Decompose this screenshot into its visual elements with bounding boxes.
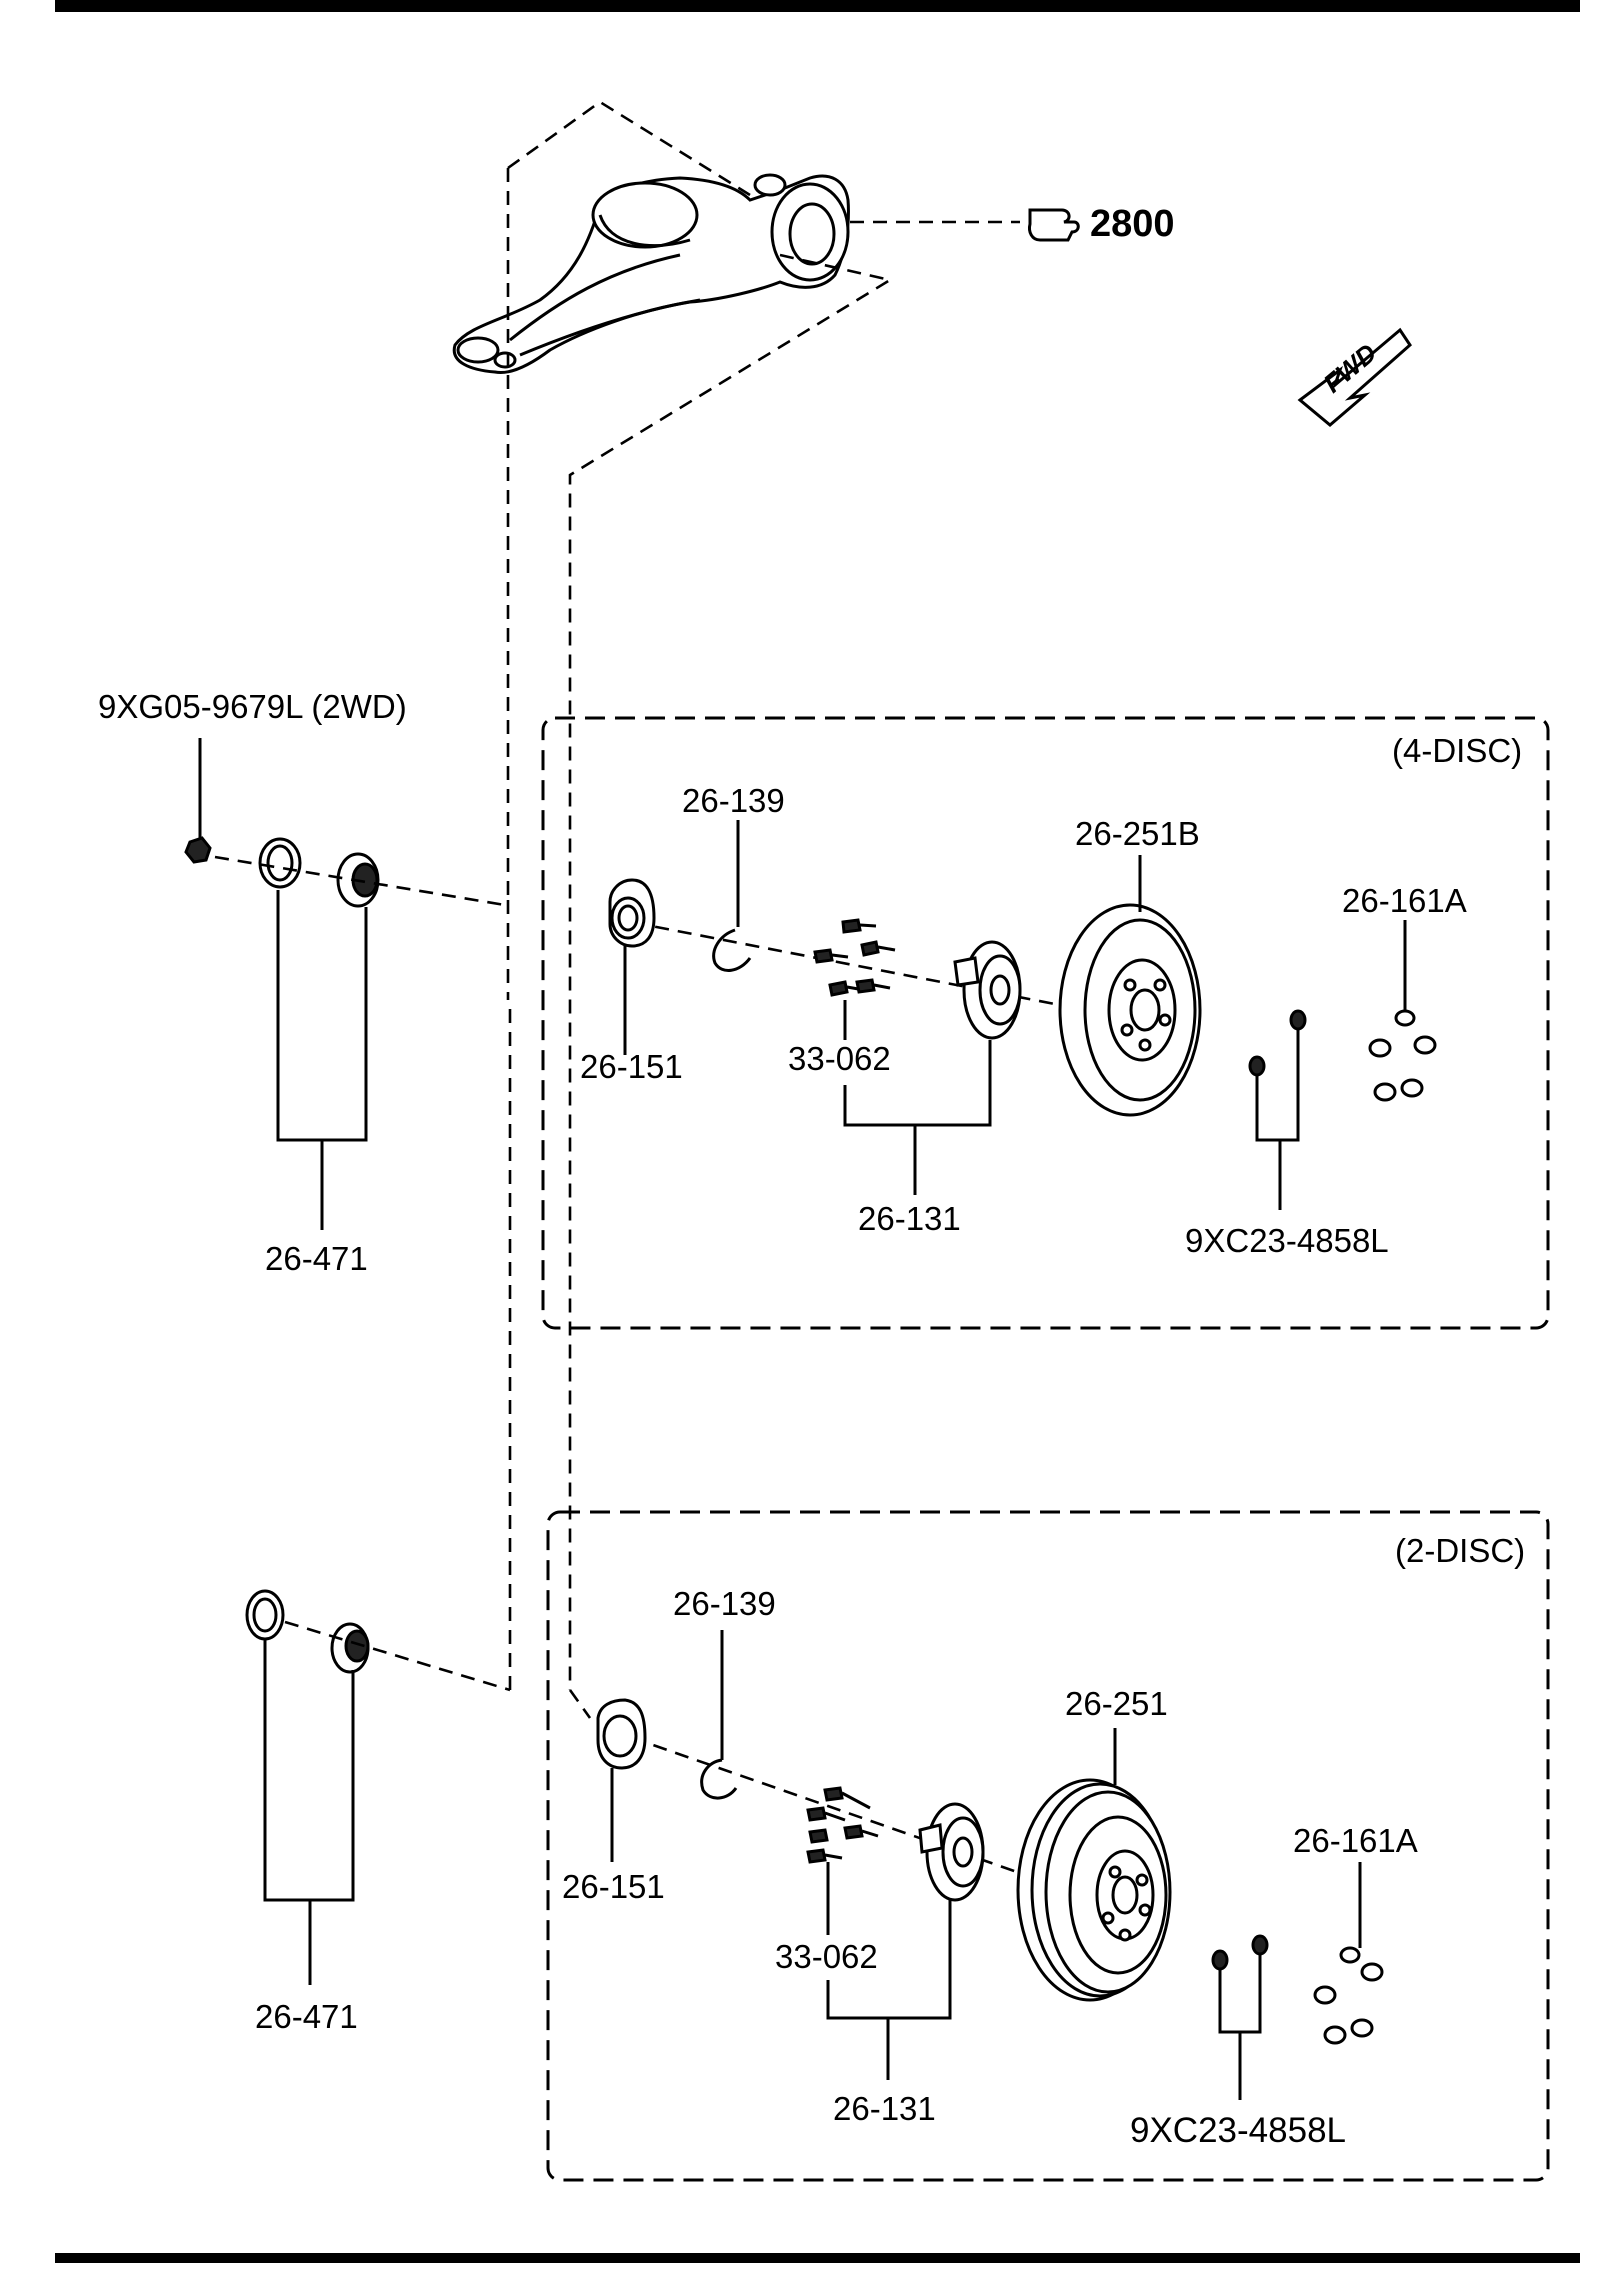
disc4-box bbox=[541, 716, 1550, 1330]
disc4-rotor[interactable] bbox=[1058, 903, 1202, 1117]
disc2-title: (2-DISC) bbox=[1395, 1532, 1525, 1569]
fwd-label: FWD bbox=[1318, 337, 1383, 398]
disc4-nut-label[interactable]: 26-161A bbox=[1342, 882, 1467, 919]
disc4-nuts[interactable] bbox=[1368, 1009, 1437, 1102]
top-rule bbox=[55, 0, 1580, 12]
disc4-hub-bolt-label[interactable]: 33-062 bbox=[788, 1040, 891, 1077]
disc2-nut-label[interactable]: 26-161A bbox=[1293, 1822, 1418, 1859]
disc2-bearing-label[interactable]: 26-151 bbox=[562, 1868, 665, 1905]
disc4-hub[interactable] bbox=[953, 940, 1022, 1040]
disc2-snap-ring[interactable] bbox=[700, 1758, 738, 1800]
bottom-seal-bushing[interactable] bbox=[330, 1622, 370, 1674]
disc4-screw-bracket bbox=[1255, 1030, 1300, 1142]
disc2-screw-label[interactable]: 9XC23-4858L bbox=[1130, 2111, 1346, 2150]
disc4-rotor-label[interactable]: 26-251B bbox=[1075, 815, 1200, 852]
bottom-rule bbox=[55, 2253, 1580, 2263]
bottom-axis bbox=[284, 1620, 511, 1692]
disc2-hub-bolts[interactable] bbox=[806, 1786, 879, 1864]
disc4-screw-label[interactable]: 9XC23-4858L bbox=[1185, 1222, 1389, 1259]
disc4-bearing[interactable] bbox=[608, 878, 656, 948]
disc4-hub-bolts[interactable] bbox=[813, 918, 896, 997]
knuckle-arm[interactable] bbox=[452, 173, 850, 375]
disc2-hub-bolt-label[interactable]: 33-062 bbox=[775, 1938, 878, 1975]
top-nut-label[interactable]: 9XG05-9679L (2WD) bbox=[98, 688, 407, 725]
disc4-bearing-label[interactable]: 26-151 bbox=[580, 1048, 683, 1085]
disc2-box bbox=[546, 1510, 1550, 2182]
bottom-seal-bracket bbox=[263, 1640, 355, 1902]
top-nut[interactable] bbox=[184, 836, 212, 864]
disc2-drum-label[interactable]: 26-251 bbox=[1065, 1685, 1168, 1722]
disc4-snap-ring-label[interactable]: 26-139 bbox=[682, 782, 785, 819]
bottom-seal-label[interactable]: 26-471 bbox=[255, 1998, 358, 2035]
top-seal-bracket bbox=[276, 890, 368, 1142]
knuckle-outline bbox=[507, 100, 894, 1690]
disc4-screws[interactable] bbox=[1248, 1009, 1307, 1077]
disc2-screws[interactable] bbox=[1211, 1934, 1269, 1971]
disc4-snap-ring[interactable] bbox=[712, 928, 752, 972]
top-seal-label[interactable]: 26-471 bbox=[265, 1240, 368, 1277]
disc2-hub-label[interactable]: 26-131 bbox=[833, 2090, 936, 2127]
disc2-bearing[interactable] bbox=[596, 1698, 647, 1770]
top-axis bbox=[214, 855, 506, 907]
disc4-hub-bracket bbox=[843, 1040, 992, 1127]
fwd-arrow-icon: FWD bbox=[1297, 327, 1412, 427]
disc4-hub-label[interactable]: 26-131 bbox=[858, 1200, 961, 1237]
disc4-title: (4-DISC) bbox=[1392, 732, 1522, 769]
disc2-drum[interactable] bbox=[1016, 1778, 1172, 2002]
disc2-snap-ring-label[interactable]: 26-139 bbox=[673, 1585, 776, 1622]
ref-page-number[interactable]: 2800 bbox=[1090, 203, 1175, 245]
disc2-nuts[interactable] bbox=[1313, 1946, 1384, 2045]
disc2-hub[interactable] bbox=[918, 1802, 985, 1902]
hand-pointer-icon bbox=[1028, 208, 1080, 242]
